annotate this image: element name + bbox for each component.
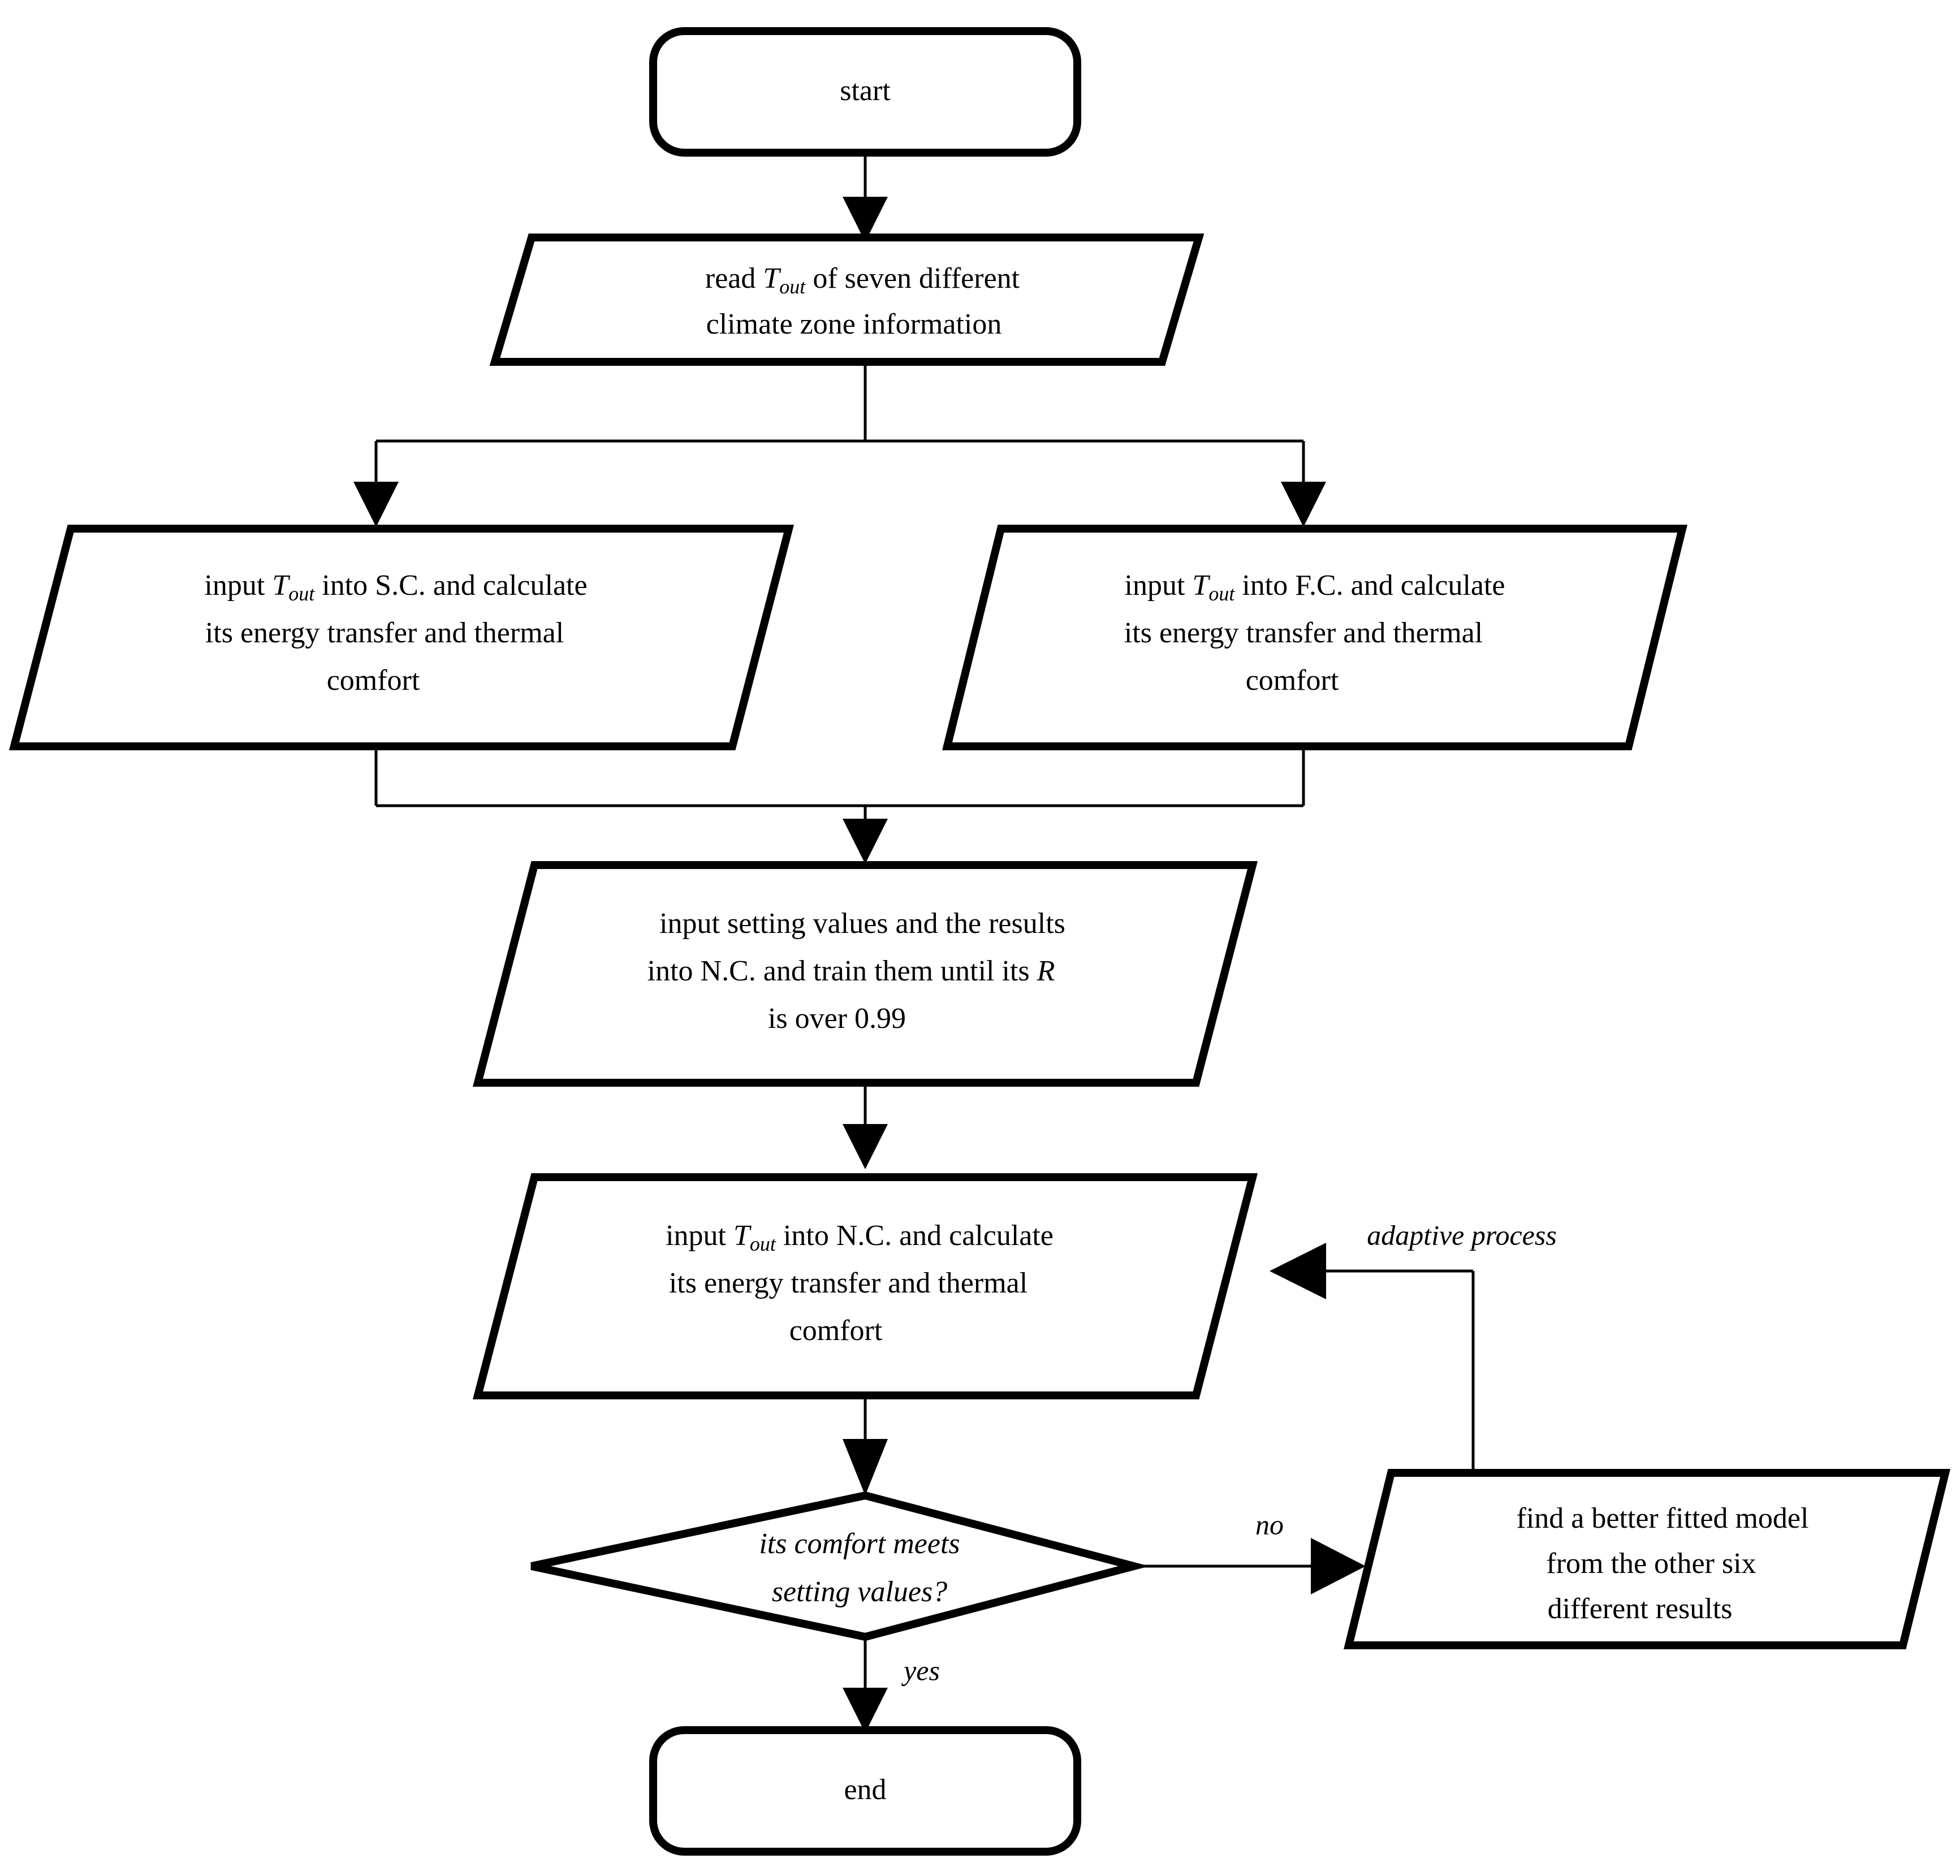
node-input-fc[interactable]: input Tout into F.C. and calculate its e… [942, 525, 1687, 750]
edge-decision-no [1134, 1538, 1366, 1594]
end-shape [649, 1726, 1081, 1856]
find-model-line-3: different results [1548, 1593, 1733, 1625]
input-sc-line-3: comfort [327, 664, 420, 697]
node-input-nc[interactable]: input Tout into N.C. and calculate its e… [472, 1173, 1258, 1399]
input-sc-shape [8, 525, 795, 750]
node-read-tout[interactable]: read Tout of seven different climate zon… [489, 234, 1205, 366]
edge-label-yes: yes [901, 1654, 940, 1686]
input-fc-line-3: comfort [1246, 664, 1339, 697]
node-end[interactable]: end [649, 1726, 1081, 1856]
node-input-sc[interactable]: input Tout into S.C. and calculate its e… [8, 525, 795, 750]
read-tout-line-1: read Tout of seven different [705, 262, 1020, 298]
train-nc-shape [472, 861, 1258, 1087]
input-sc-line-1: input Tout into S.C. and calculate [204, 569, 587, 605]
edge-adaptive-feedback [1270, 1243, 1475, 1473]
edge-label-adaptive: adaptive process [1367, 1219, 1557, 1251]
node-find-model[interactable]: find a better fitted model from the othe… [1344, 1469, 1950, 1649]
train-nc-line-1: input setting values and the results [659, 907, 1065, 940]
find-model-line-1: find a better fitted model [1517, 1502, 1809, 1534]
input-nc-line-2: its energy transfer and thermal [669, 1267, 1028, 1299]
end-label: end [844, 1774, 886, 1806]
edge-start-to-read [843, 152, 888, 242]
find-model-shape [1344, 1469, 1950, 1649]
read-tout-shape [489, 234, 1205, 366]
node-train-nc[interactable]: input setting values and the results int… [472, 861, 1258, 1087]
input-sc-line-2: its energy transfer and thermal [205, 617, 564, 649]
node-start[interactable]: start [649, 27, 1081, 157]
start-label: start [840, 75, 891, 107]
edge-train-to-inputnc [843, 1083, 888, 1169]
find-model-line-2: from the other six [1546, 1548, 1756, 1580]
input-nc-line-1: input Tout into N.C. and calculate [666, 1220, 1054, 1255]
decision-line-2: setting values? [772, 1576, 948, 1608]
edge-decision-yes [843, 1637, 888, 1733]
input-nc-line-3: comfort [789, 1315, 883, 1347]
decision-line-1: its comfort meets [759, 1528, 960, 1560]
train-nc-line-3: is over 0.99 [768, 1002, 906, 1035]
input-fc-line-2: its energy transfer and thermal [1124, 617, 1483, 649]
edge-branch-to-train [374, 746, 1305, 864]
input-fc-shape [942, 525, 1687, 750]
node-decision[interactable]: its comfort meets setting values? [530, 1491, 1150, 1641]
decision-shape [530, 1491, 1150, 1641]
input-nc-shape [472, 1173, 1258, 1399]
input-fc-line-1: input Tout into F.C. and calculate [1125, 569, 1505, 605]
edge-read-to-branch [353, 362, 1326, 527]
edge-inputnc-to-decision [843, 1395, 888, 1495]
train-nc-line-2: into N.C. and train them until its R [647, 955, 1055, 987]
read-tout-line-2: climate zone information [706, 308, 1002, 340]
edge-label-no: no [1255, 1508, 1284, 1540]
start-shape [649, 27, 1081, 157]
